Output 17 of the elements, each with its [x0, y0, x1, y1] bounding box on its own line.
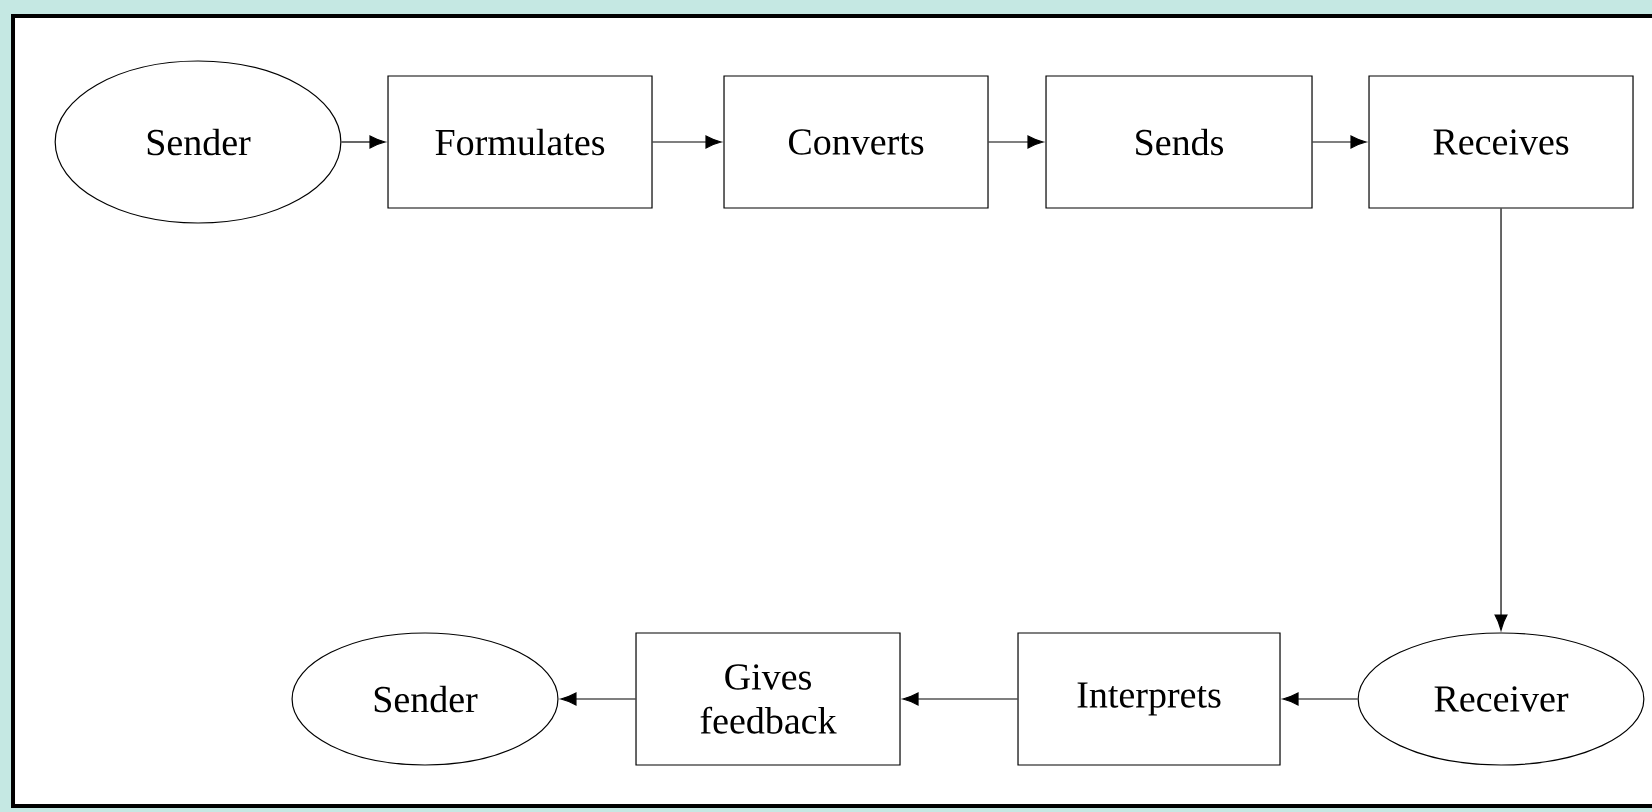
arrow — [340, 135, 386, 149]
process-box: Receives — [1368, 75, 1634, 209]
process-box: Sends — [1045, 75, 1313, 209]
arrow — [1494, 208, 1508, 631]
arrow — [652, 135, 722, 149]
ellipse-node: Sender — [54, 60, 342, 224]
arrow — [988, 135, 1044, 149]
process-box: Formulates — [387, 75, 653, 209]
arrow — [560, 692, 636, 706]
process-box: Converts — [723, 75, 989, 209]
ellipse-node: Receiver — [1357, 632, 1645, 766]
arrow — [902, 692, 1018, 706]
arrow — [1282, 692, 1359, 706]
process-box: Gives feedback — [635, 632, 901, 766]
ellipse-node: Sender — [291, 632, 559, 766]
process-box: Interprets — [1017, 632, 1281, 766]
arrow — [1312, 135, 1367, 149]
